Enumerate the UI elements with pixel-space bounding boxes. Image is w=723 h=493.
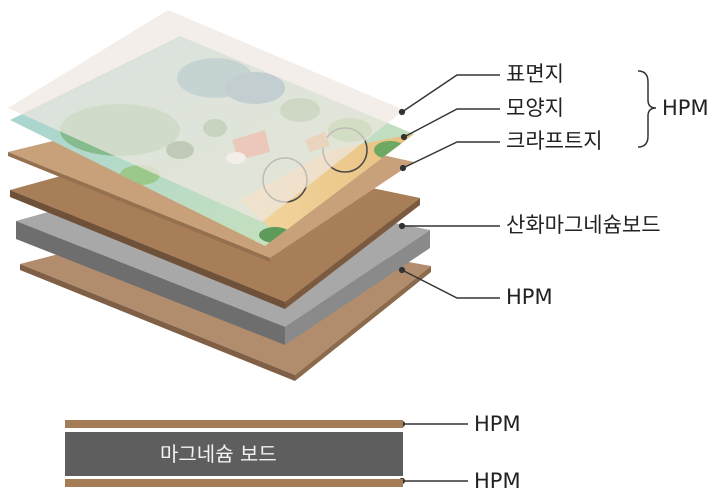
- cross-section: [65, 420, 403, 487]
- label-mgo-board: 산화마그네슘보드: [506, 213, 661, 237]
- cross-section-hpm-top-label: HPM: [474, 412, 521, 436]
- label-hpm-bottom: HPM: [506, 285, 553, 309]
- cross-section-hpm-bottom: [65, 479, 403, 487]
- label-kraft-paper: 크라프트지: [506, 129, 603, 153]
- surface-paper-layer: [8, 10, 404, 222]
- cross-section-hpm-top: [65, 420, 403, 428]
- cross-section-hpm-bottom-label: HPM: [474, 469, 521, 493]
- label-pattern-paper: 모양지: [506, 96, 564, 120]
- leader-lines: [398, 70, 657, 485]
- cross-section-board-label: 마그네슘 보드: [160, 442, 277, 466]
- label-hpm-group: HPM: [662, 96, 709, 120]
- label-surface-paper: 표면지: [506, 62, 564, 86]
- cross-section-board: [65, 432, 403, 476]
